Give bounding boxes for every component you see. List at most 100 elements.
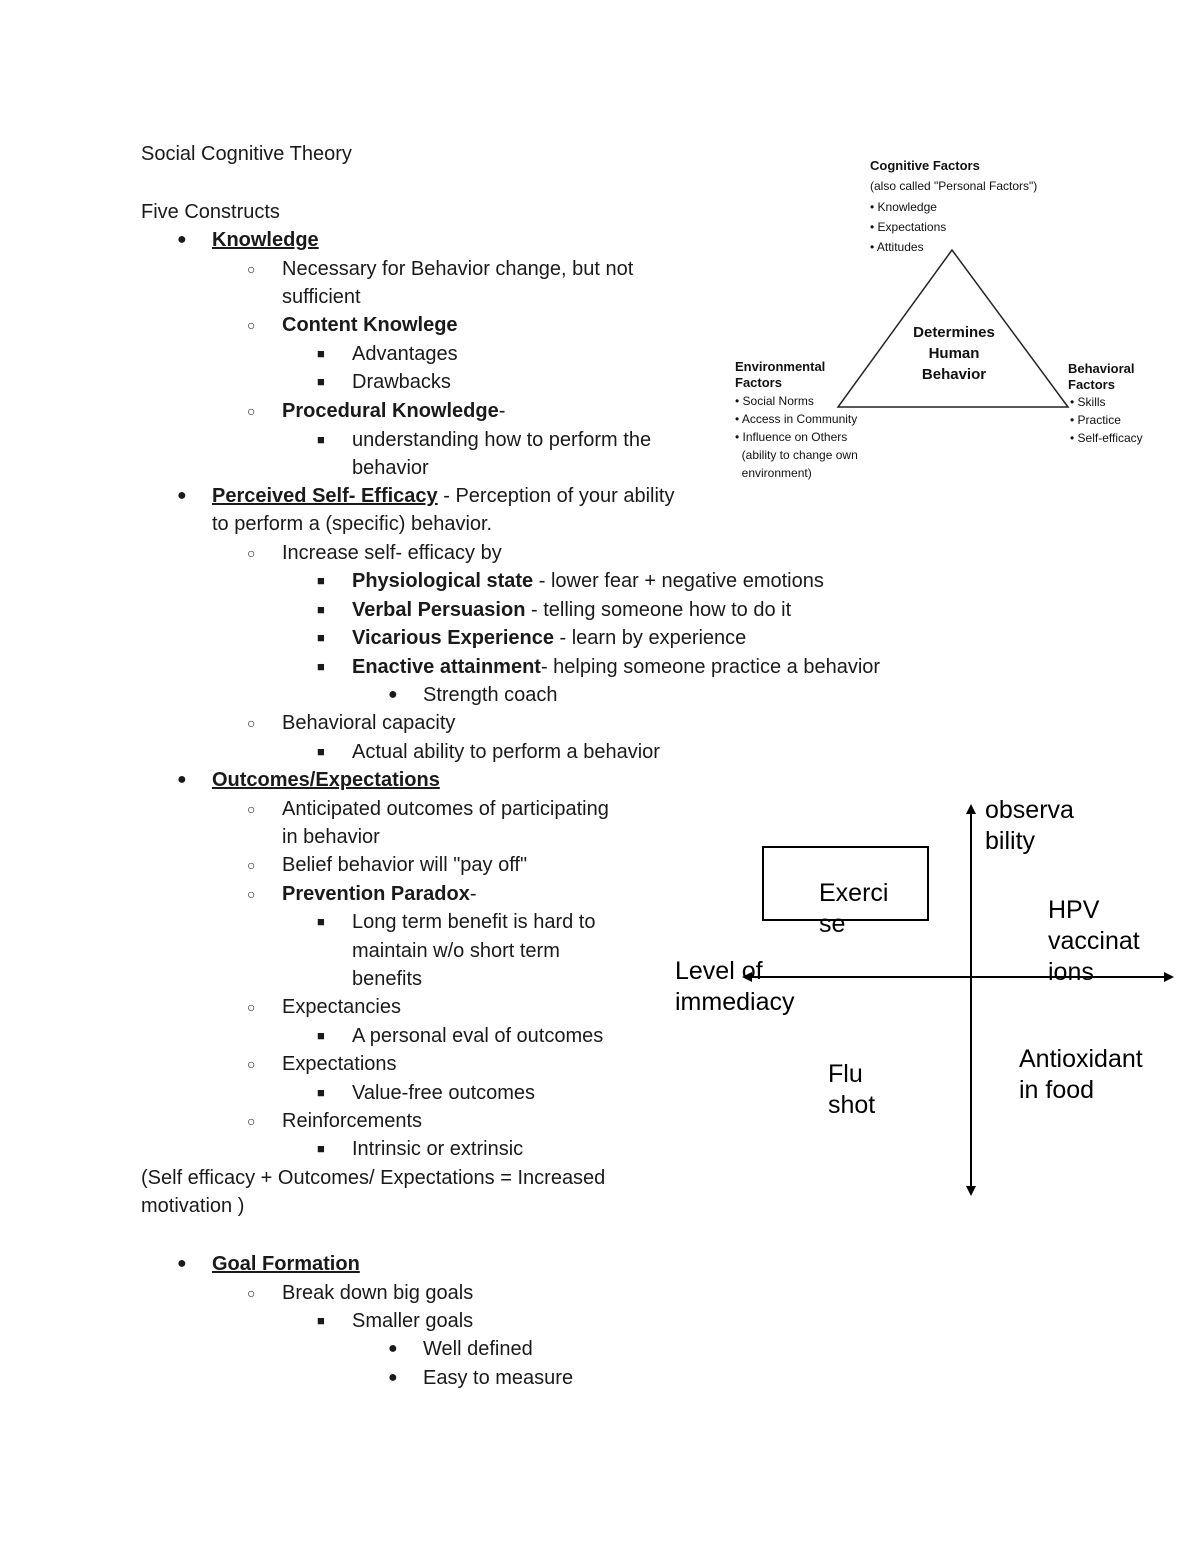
bullet-disc: ● — [177, 771, 187, 788]
bullet-square: ■ — [317, 1085, 325, 1100]
procedural-item-b: behavior — [352, 457, 429, 479]
prevention-paradox-line: Prevention Paradox- — [282, 882, 477, 906]
procedural-dash: - — [498, 400, 506, 422]
center-label-2: Human — [928, 345, 980, 362]
expectancies-item: Expectancies — [282, 996, 401, 1018]
advantages-item: Advantages — [352, 343, 458, 365]
bullet-square: ■ — [317, 346, 325, 361]
paradox-a: Long term benefit is hard to — [352, 911, 596, 933]
bullet-circle: ○ — [247, 545, 256, 561]
subtitle: Five Constructs — [141, 201, 280, 223]
y-axis-label-b: bility — [985, 827, 1036, 855]
bullet-circle: ○ — [247, 886, 256, 902]
expectations-item: Expectations — [282, 1053, 397, 1075]
hpv-label-b: vaccinat — [1048, 927, 1140, 955]
formula-b: motivation ) — [141, 1195, 245, 1217]
env-factors-title-1: Environmental — [735, 359, 826, 374]
paradox-b: maintain w/o short term — [352, 940, 560, 962]
goal-heading: Goal Formation — [212, 1253, 360, 1275]
exercise-box — [762, 846, 929, 921]
drawbacks-item: Drawbacks — [352, 371, 451, 393]
increase-self-efficacy: Increase self- efficacy by — [282, 542, 502, 564]
bullet-circle: ○ — [247, 403, 256, 419]
well-defined-item: Well defined — [423, 1338, 533, 1360]
enactive-desc: - helping someone practice a behavior — [540, 656, 881, 678]
outcomes-heading: Outcomes/Expectations — [212, 769, 440, 791]
hpv-label-c: ions — [1048, 958, 1094, 986]
enactive-line: Enactive attainment- helping someone pra… — [352, 655, 880, 679]
beh-factors-title-1: Behavioral — [1068, 361, 1135, 376]
reinforcements-desc: Intrinsic or extrinsic — [352, 1138, 524, 1160]
formula-a: (Self efficacy + Outcomes/ Expectations … — [141, 1167, 606, 1189]
prevention-paradox-heading: Prevention Paradox — [282, 883, 470, 905]
bullet-circle: ○ — [247, 801, 256, 817]
env-item: (ability to change own — [735, 448, 858, 462]
env-factors-title-2: Factors — [735, 375, 782, 390]
smaller-goals-item: Smaller goals — [352, 1310, 474, 1332]
env-item: • Social Norms — [735, 394, 814, 408]
center-label-3: Behavior — [921, 366, 987, 383]
bullet-circle: ○ — [247, 317, 256, 333]
self-efficacy-desc-b: to perform a (specific) behavior. — [212, 513, 493, 535]
bullet-circle: ○ — [247, 715, 256, 731]
procedural-knowledge-line: Procedural Knowledge- — [282, 399, 505, 423]
antioxidant-label-a: Antioxidant — [1019, 1045, 1143, 1073]
bullet-disc: ● — [177, 487, 187, 504]
expectations-desc: Value-free outcomes — [352, 1082, 536, 1104]
cognitive-factors-sub: (also called "Personal Factors") — [870, 179, 1038, 193]
paradox-c: benefits — [352, 968, 423, 990]
anticipated-a: Anticipated outcomes of participating — [282, 798, 609, 820]
behavioral-capacity-desc: Actual ability to perform a behavior — [352, 741, 660, 763]
beh-factors-title-2: Factors — [1068, 377, 1115, 392]
easy-measure-item: Easy to measure — [423, 1367, 574, 1389]
cognitive-item: • Knowledge — [870, 200, 937, 214]
bullet-square: ■ — [317, 1313, 325, 1328]
self-efficacy-heading: Perceived Self- Efficacy — [212, 485, 438, 507]
bullet-circle: ○ — [247, 261, 256, 277]
beh-item: • Self-efficacy — [1070, 431, 1143, 445]
bullet-disc: ● — [388, 686, 398, 703]
bullet-square: ■ — [317, 374, 325, 389]
env-item: • Influence on Others — [735, 430, 848, 444]
self-efficacy-line: Perceived Self- Efficacy - Perception of… — [212, 484, 674, 508]
procedural-knowledge-heading: Procedural Knowledge — [282, 400, 499, 422]
antioxidant-label-b: in food — [1019, 1076, 1095, 1104]
bullet-square: ■ — [317, 630, 325, 645]
anticipated-b: in behavior — [282, 826, 380, 848]
physiological-term: Physiological state — [352, 570, 534, 592]
knowledge-item-1b: sufficient — [282, 286, 361, 308]
bullet-square: ■ — [317, 573, 325, 588]
bullet-square: ■ — [317, 432, 325, 447]
bullet-circle: ○ — [247, 1056, 256, 1072]
bullet-disc: ● — [177, 231, 187, 248]
knowledge-heading: Knowledge — [212, 229, 319, 251]
bullet-square: ■ — [317, 659, 325, 674]
bullet-disc: ● — [388, 1369, 398, 1386]
bullet-circle: ○ — [247, 999, 256, 1015]
bullet-square: ■ — [317, 914, 325, 929]
enactive-term: Enactive attainment — [352, 656, 541, 678]
verbal-term: Verbal Persuasion — [352, 599, 526, 621]
strength-coach-item: Strength coach — [423, 684, 558, 706]
reinforcements-item: Reinforcements — [282, 1110, 423, 1132]
bullet-circle: ○ — [247, 1285, 256, 1301]
content-knowledge-heading: Content Knowlege — [282, 314, 458, 336]
x-axis-label-b: immediacy — [675, 988, 795, 1016]
expectancies-desc: A personal eval of outcomes — [352, 1025, 604, 1047]
verbal-line: Verbal Persuasion - telling someone how … — [352, 598, 791, 622]
bullet-disc: ● — [388, 1340, 398, 1357]
verbal-desc: - telling someone how to do it — [525, 599, 792, 621]
vicarious-term: Vicarious Experience — [352, 627, 554, 649]
beh-item: • Skills — [1070, 395, 1106, 409]
bullet-square: ■ — [317, 1028, 325, 1043]
cognitive-factors-title: Cognitive Factors — [870, 158, 980, 173]
vicarious-line: Vicarious Experience - learn by experien… — [352, 626, 746, 650]
procedural-item-a: understanding how to perform the — [352, 429, 652, 451]
self-efficacy-desc-a: - Perception of your ability — [437, 485, 675, 507]
behavioral-capacity: Behavioral capacity — [282, 712, 456, 734]
flu-shot-label-b: shot — [828, 1091, 876, 1119]
cognitive-item: • Attitudes — [870, 240, 924, 254]
physiological-desc: - lower fear + negative emotions — [533, 570, 824, 592]
vicarious-desc: - learn by experience — [553, 627, 747, 649]
